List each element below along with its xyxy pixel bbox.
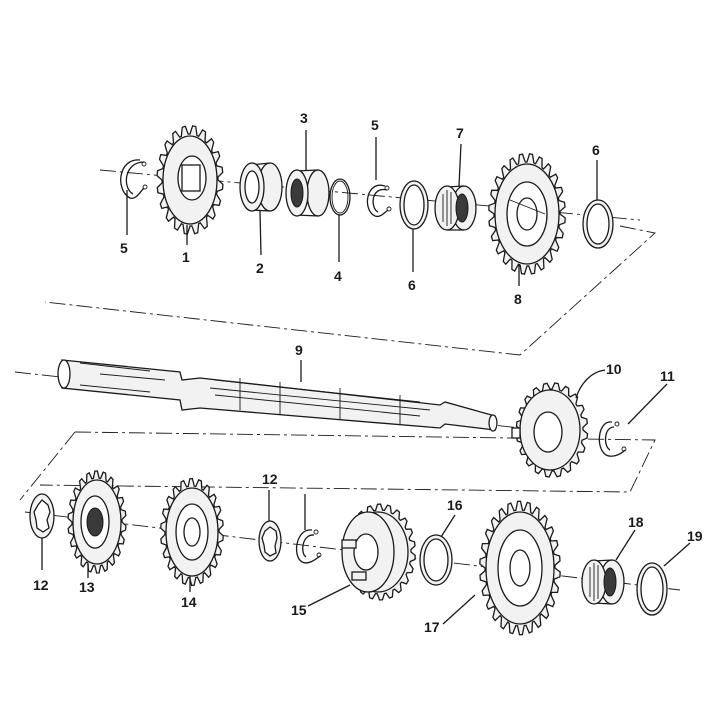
bushing-2 [239, 162, 283, 212]
callout-4: 4 [334, 268, 342, 284]
callout-19: 19 [687, 528, 703, 544]
gear-10 [511, 382, 589, 478]
callout-18: 18 [628, 514, 644, 530]
callout-13: 13 [79, 579, 95, 595]
callout-6-right: 6 [592, 142, 600, 158]
frame-upper [44, 225, 656, 356]
washer-12-left [29, 493, 55, 539]
callout-8: 8 [514, 291, 522, 307]
callout-12-middle: 12 [262, 471, 278, 487]
circlip-11 [598, 421, 627, 457]
frame-lower [19, 431, 656, 501]
washer-19 [636, 562, 668, 616]
ring-6-right [582, 199, 614, 249]
callout-5-middle: 5 [371, 117, 379, 133]
callout-7: 7 [456, 125, 464, 141]
circlip-5-left [120, 159, 148, 199]
callout-10: 10 [606, 361, 622, 377]
ring-6-middle [399, 180, 429, 230]
callout-1: 1 [182, 249, 190, 265]
circlip-5-middle [366, 184, 392, 218]
o-ring-4 [329, 178, 351, 216]
circlip-lower-middle [295, 529, 322, 564]
washer-12-middle [258, 520, 282, 562]
callout-labels: 5 1 2 3 4 5 6 7 8 6 9 10 11 12 13 14 12 … [33, 110, 703, 635]
callout-9: 9 [295, 342, 303, 358]
gear-15 [341, 503, 416, 601]
ring-16 [419, 534, 453, 586]
needle-bearing-7 [434, 185, 477, 231]
callout-17: 17 [424, 619, 440, 635]
callout-16: 16 [447, 497, 463, 513]
main-shaft-9 [57, 359, 498, 432]
callout-15: 15 [291, 602, 307, 618]
gear-14 [160, 477, 224, 587]
callout-3: 3 [300, 110, 308, 126]
gear-1 [156, 125, 224, 235]
callout-11: 11 [660, 368, 675, 384]
callout-6-middle: 6 [408, 277, 416, 293]
callout-2: 2 [256, 260, 264, 276]
leader-lines [41, 130, 691, 625]
gear-17 [479, 500, 561, 636]
needle-bearing-18 [581, 559, 625, 605]
bushing-3 [285, 169, 330, 217]
gear-13 [67, 470, 127, 574]
callout-14: 14 [181, 594, 197, 610]
callout-5-left: 5 [120, 240, 128, 256]
gear-8 [488, 153, 566, 275]
callout-12-left: 12 [33, 577, 49, 593]
